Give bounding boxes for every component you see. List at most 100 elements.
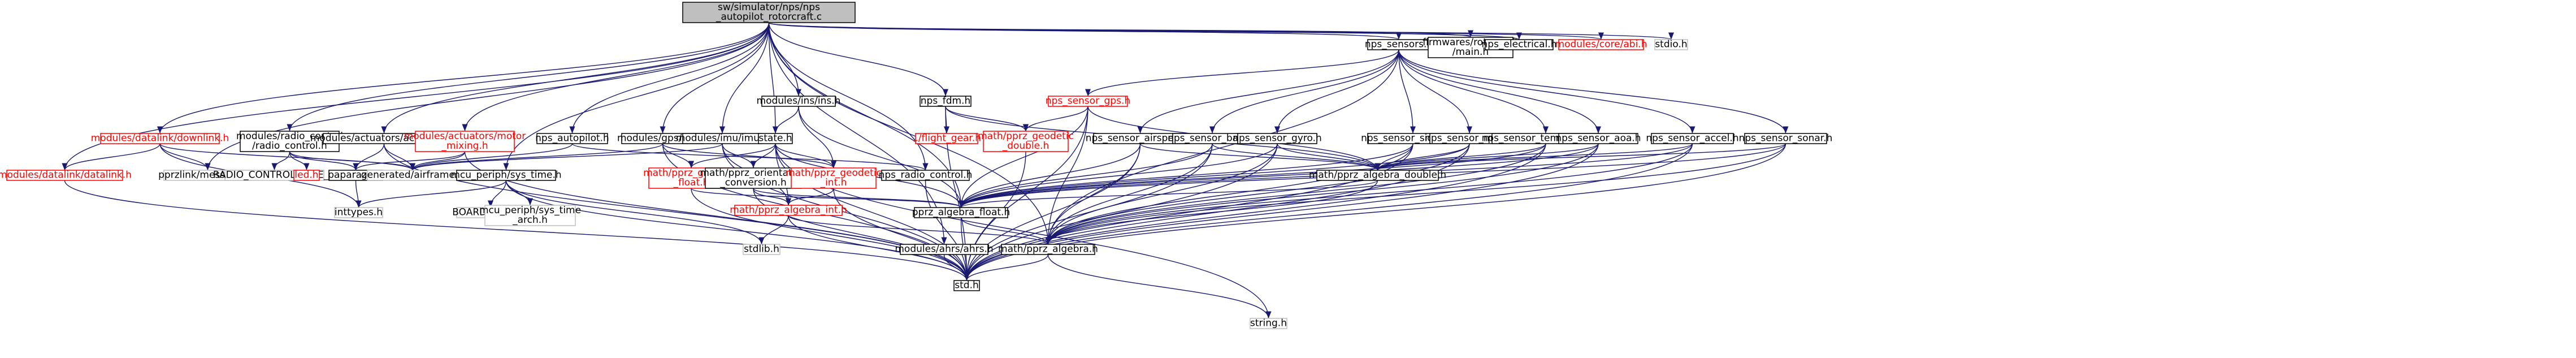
edge-sensor_aoa_h-to-algebra_double_h <box>1374 143 1599 171</box>
node-label: stdlib.h <box>744 244 779 255</box>
node-string_h[interactable]: string.h <box>1250 318 1287 329</box>
edge-datalink_downlink_h-to-pprzlink_messages_h <box>159 143 211 171</box>
node-generated_airframe_h[interactable]: generated/airframe.h <box>361 170 464 181</box>
node-box <box>761 96 836 107</box>
node-datalink_downlink_h[interactable]: modules/datalink/downlink.h <box>91 133 229 144</box>
node-sensor_baro_h[interactable]: nps_sensor_baro.h <box>1168 133 1257 144</box>
node-sys_time_arch_h[interactable]: mcu_periph/sys_time_arch.h <box>479 205 581 226</box>
node-label: _int.h <box>820 177 847 188</box>
node-box <box>900 244 988 255</box>
edge-sensor_sideslip_h-to-algebra_float_h <box>958 143 1413 208</box>
edge-sensor_airspeed_h-to-algebra_float_h <box>958 143 1141 208</box>
node-nps_radio_control_h[interactable]: nps_radio_control.h <box>879 170 973 181</box>
node-label: led.h <box>294 170 318 181</box>
node-sys_time_h[interactable]: mcu_periph/sys_time.h <box>450 170 562 181</box>
node-label: _double.h <box>1002 140 1050 152</box>
node-motor_mixing_h[interactable]: modules/actuators/motor_mixing.h <box>404 131 526 152</box>
node-nps_electrical_h[interactable]: nps_electrical.h <box>1482 39 1557 50</box>
node-geodetic_int_h[interactable]: math/pprz_geodetic_int.h <box>786 167 882 189</box>
edge-sensor_baro_h-to-algebra_double_h <box>1212 143 1381 171</box>
node-box <box>734 205 843 216</box>
node-sensor_aoa_h[interactable]: nps_sensor_aoa.h <box>1555 133 1641 144</box>
node-box <box>6 170 123 181</box>
node-box <box>1654 39 1688 50</box>
node-algebra_double_h[interactable]: math/pprz_algebra_double.h <box>1309 170 1446 181</box>
edge-sensor_sonar_h-to-algebra_double_h <box>1374 143 1786 171</box>
node-box <box>920 96 972 107</box>
node-sensor_airspeed_h[interactable]: nps_sensor_airspeed.h <box>1086 133 1195 144</box>
node-nps_fdm_h[interactable]: nps_fdm.h <box>920 96 972 107</box>
node-label: modules/imu/imu.h <box>676 133 769 144</box>
node-orientation_conversion_h[interactable]: math/pprz_orientation_conversion.h <box>700 167 807 189</box>
edge-nps_sensors_h-to-sensor_aoa_h <box>1398 49 1601 134</box>
edge-gps_h-to-geodetic_int_h <box>662 143 836 169</box>
node-label: state.h <box>758 133 792 144</box>
edge-actuators_h-to-paparazzi_h <box>353 143 385 171</box>
node-box <box>1558 39 1644 50</box>
node-ahrs_h[interactable]: modules/ahrs/ahrs.h <box>895 244 994 255</box>
edge-algebra_double_h-to-algebra_h <box>1045 180 1378 245</box>
node-algebra_int_h[interactable]: math/pprz_algebra_int.h <box>730 205 847 216</box>
node-state_h[interactable]: state.h <box>758 133 793 144</box>
node-label: math/pprz_algebra_double.h <box>1309 170 1446 181</box>
node-label: modules/ahrs/ahrs.h <box>895 244 993 255</box>
edge-sensor_mag_h-to-algebra_float_h <box>958 143 1470 208</box>
edge-sensor_aoa_h-to-std_h <box>964 143 1599 281</box>
node-geodetic_double_h[interactable]: math/pprz_geodetic_double.h <box>978 131 1074 152</box>
node-label: inttypes.h <box>335 207 383 218</box>
node-imu_h[interactable]: modules/imu/imu.h <box>676 133 769 144</box>
node-box <box>1558 133 1638 144</box>
node-core_abi_h[interactable]: modules/core/abi.h <box>1555 39 1647 50</box>
node-sensor_accel_h[interactable]: nps_sensor_accel.h <box>1646 133 1739 144</box>
node-label: nps_sensor_airspeed.h <box>1086 133 1195 144</box>
node-stdlib_h[interactable]: stdlib.h <box>743 244 780 255</box>
edge-sensor_temperature_h-to-algebra_float_h <box>958 143 1546 208</box>
edge-autopilot_h-to-nps_radio_control_h <box>571 143 929 171</box>
edge-sensor_gyro_h-to-std_h <box>964 143 1278 281</box>
edge-root-to-datalink_downlink_h <box>157 22 770 134</box>
edge-root-to-actuators_h <box>381 22 770 134</box>
edge-radio_control_h2-to-generated_airframe_h <box>289 151 415 171</box>
node-box <box>456 170 556 181</box>
edge-nps_sensors_h-to-algebra_h <box>1045 49 1399 245</box>
node-label: nps_fdm.h <box>921 96 970 107</box>
edge-algebra_h-to-string_h <box>1047 254 1272 319</box>
edge-radio_control_h2-to-radio_control_type_h <box>271 151 290 171</box>
node-sensor_gyro_h[interactable]: nps_sensor_gyro.h <box>1233 133 1322 144</box>
node-radio_control_h2[interactable]: modules/radio_control/radio_control.h <box>236 131 343 152</box>
node-autopilot_h[interactable]: nps_autopilot.h <box>535 133 609 144</box>
node-flight_gear_h[interactable]: ../flight_gear.h <box>912 133 981 144</box>
node-label: pprz_algebra_float.h <box>912 207 1010 218</box>
node-sensor_sonar_h[interactable]: nps_sensor_sonar.h <box>1739 133 1833 144</box>
edge-sensor_temperature_h-to-algebra_h <box>1045 143 1546 245</box>
node-algebra_h[interactable]: math/pprz_algebra.h <box>998 244 1098 255</box>
node-inttypes_h[interactable]: inttypes.h <box>334 207 383 218</box>
node-box <box>1250 318 1287 329</box>
edge-nps_sensors_h-to-sensor_sideslip_h <box>1398 49 1416 134</box>
edge-root-to-firmwares_main <box>768 22 1473 38</box>
node-stdio_h[interactable]: stdio.h <box>1654 39 1688 50</box>
node-label: nps_sensor_aoa.h <box>1555 133 1641 144</box>
edge-sensor_baro_h-to-algebra_float_h <box>958 143 1213 208</box>
node-ins_h[interactable]: modules/ins/ins.h <box>757 96 841 107</box>
edge-motor_mixing_h-to-paparazzi_h <box>353 151 466 171</box>
edge-root-to-state_h <box>768 22 779 134</box>
node-root[interactable]: sw/simulator/nps/nps_autopilot_rotorcraf… <box>682 2 856 23</box>
node-label: modules/core/abi.h <box>1555 39 1647 50</box>
edge-sensor_mag_h-to-algebra_h <box>1045 143 1470 245</box>
edge-sensor_baro_h-to-algebra_h <box>1045 143 1213 245</box>
node-datalink_h[interactable]: modules/datalink/datalink.h <box>0 170 132 181</box>
node-sensor_gps_h[interactable]: nps_sensor_gps.h <box>1046 96 1130 107</box>
edge-imu_h-to-generated_airframe_h <box>410 143 723 171</box>
node-label: nps_sensor_sonar.h <box>1739 133 1833 144</box>
node-box <box>100 133 220 144</box>
node-box <box>1651 133 1734 144</box>
node-std_h[interactable]: std.h <box>953 280 980 291</box>
edge-sensor_gyro_h-to-algebra_float_h <box>958 143 1278 208</box>
node-label: nps_autopilot.h <box>535 133 609 144</box>
edge-nps_sensors_h-to-sensor_accel_h <box>1398 49 1695 134</box>
node-led_h[interactable]: led.h <box>293 170 320 181</box>
node-box <box>536 133 608 144</box>
node-algebra_float_h[interactable]: pprz_algebra_float.h <box>912 207 1010 218</box>
